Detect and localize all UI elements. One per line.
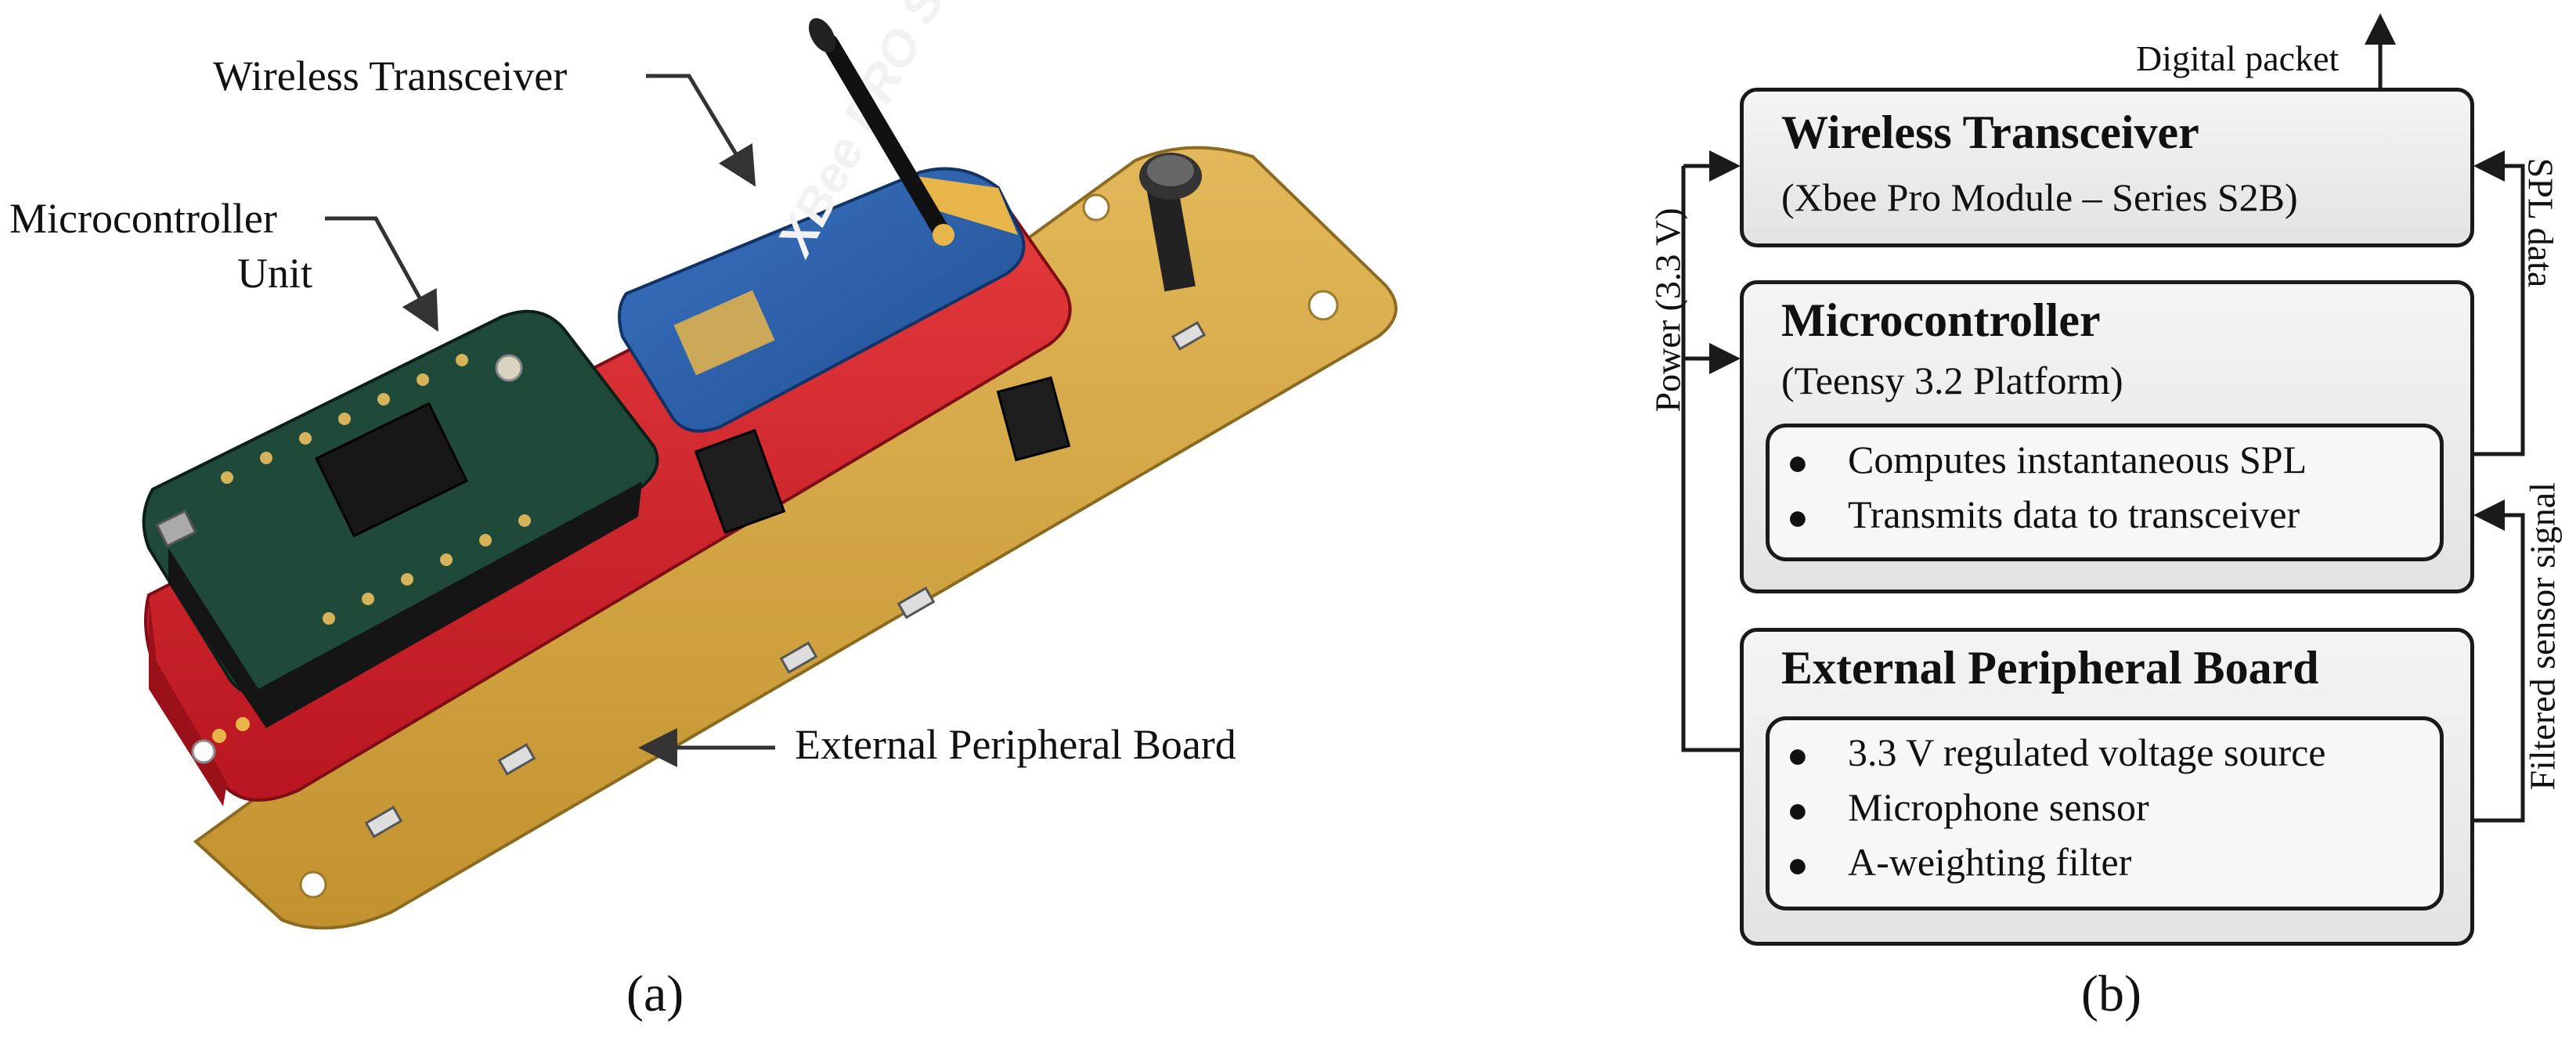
- digital-packet-label: Digital packet: [2136, 38, 2340, 78]
- bullet-icon: ●: [1787, 442, 1809, 482]
- filtered-signal-arrow: [2473, 499, 2525, 823]
- bullet-icon: ●: [1787, 845, 1809, 885]
- transceiver-callout-arrow: [646, 74, 756, 187]
- transceiver-block: Wireless Transceiver (Xbee Pro Module – …: [1740, 88, 2474, 247]
- callout-microcontroller: Microcontroller: [9, 195, 277, 242]
- spl-data-arrow: [2473, 150, 2525, 456]
- filtered-sensor-signal-label: Filtered sensor signal: [2522, 482, 2563, 791]
- mcu-callout-arrow: [325, 216, 438, 332]
- teensy-board-image: [142, 309, 659, 728]
- microcontroller-block-subtitle: (Teensy 3.2 Platform): [1781, 359, 2123, 402]
- bullet-icon: ●: [1787, 497, 1809, 537]
- peripheral-block-title: External Peripheral Board: [1781, 642, 2319, 694]
- spl-data-label: SPL data: [2520, 157, 2561, 288]
- power-bus-line: [1681, 166, 1740, 752]
- bullet-icon: ●: [1787, 790, 1809, 830]
- peripheral-board-image: [193, 146, 1398, 930]
- power-label: Power (3.3 V): [1647, 207, 1688, 413]
- list-item: Transmits data to transceiver: [1848, 492, 2300, 536]
- list-item: Computes instantaneous SPL: [1848, 438, 2307, 481]
- peripheral-function-list: ● 3.3 V regulated voltage source ● Micro…: [1766, 716, 2444, 910]
- callout-unit: Unit: [237, 250, 313, 297]
- callout-external-peripheral-board: External Peripheral Board: [795, 721, 1236, 768]
- microcontroller-block: Microcontroller (Teensy 3.2 Platform) ● …: [1740, 280, 2474, 593]
- caption-a: (a): [626, 965, 684, 1022]
- caption-b: (b): [2081, 965, 2141, 1022]
- microcontroller-block-title: Microcontroller: [1781, 294, 2101, 346]
- bullet-icon: ●: [1787, 735, 1809, 775]
- callout-wireless-transceiver: Wireless Transceiver: [213, 52, 568, 99]
- transceiver-block-subtitle: (Xbee Pro Module – Series S2B): [1781, 175, 2298, 219]
- transceiver-block-title: Wireless Transceiver: [1781, 106, 2199, 158]
- list-item: 3.3 V regulated voltage source: [1848, 730, 2326, 774]
- callout-arrows: [325, 74, 775, 767]
- peripheral-block: External Peripheral Board ● 3.3 V regula…: [1740, 628, 2474, 946]
- list-item: A-weighting filter: [1848, 840, 2132, 884]
- microcontroller-function-list: ● Computes instantaneous SPL ● Transmits…: [1766, 424, 2444, 561]
- list-item: Microphone sensor: [1848, 785, 2149, 829]
